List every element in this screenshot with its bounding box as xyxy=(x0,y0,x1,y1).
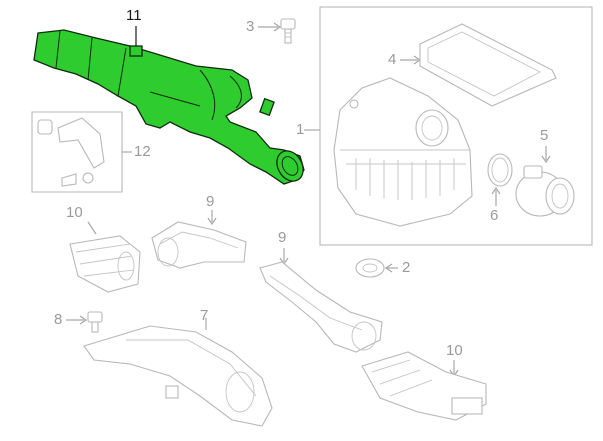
lower-shield-part-7[interactable] xyxy=(83,318,273,427)
callout-9-upper: 9 xyxy=(206,193,215,210)
callout-5: 5 xyxy=(540,127,549,144)
bolt-part-8[interactable] xyxy=(66,311,103,333)
callout-3: 3 xyxy=(246,18,255,35)
air-filter-element-part-4[interactable] xyxy=(400,23,557,107)
bolt-part-3[interactable] xyxy=(258,18,296,44)
callout-8: 8 xyxy=(54,311,63,328)
bracket-kit-part-12[interactable] xyxy=(31,111,132,193)
resonator-part-9-lower[interactable] xyxy=(259,248,383,353)
callout-7: 7 xyxy=(200,307,209,324)
air-cleaner-housing[interactable] xyxy=(333,77,473,227)
callout-10-left: 10 xyxy=(66,204,83,221)
callout-4: 4 xyxy=(388,51,397,68)
air-duct-part-10-left[interactable] xyxy=(69,221,141,293)
callout-10-right: 10 xyxy=(446,342,463,359)
callout-1: 1 xyxy=(296,121,305,138)
callout-2: 2 xyxy=(402,259,411,276)
resonator-part-9-upper[interactable] xyxy=(151,210,247,269)
air-cleaner-box-frame xyxy=(304,6,593,246)
callout-12: 12 xyxy=(134,143,151,160)
air-duct-part-10-right[interactable] xyxy=(361,351,487,421)
callout-9-lower: 9 xyxy=(278,229,287,246)
callout-11: 11 xyxy=(126,7,142,24)
grommet-part-2[interactable] xyxy=(355,258,398,278)
air-inlet-tube-highlighted[interactable] xyxy=(33,29,308,186)
gasket-ring-part-6[interactable] xyxy=(487,153,513,206)
callout-6: 6 xyxy=(490,207,499,224)
air-flow-sensor-part-5[interactable] xyxy=(515,146,575,217)
